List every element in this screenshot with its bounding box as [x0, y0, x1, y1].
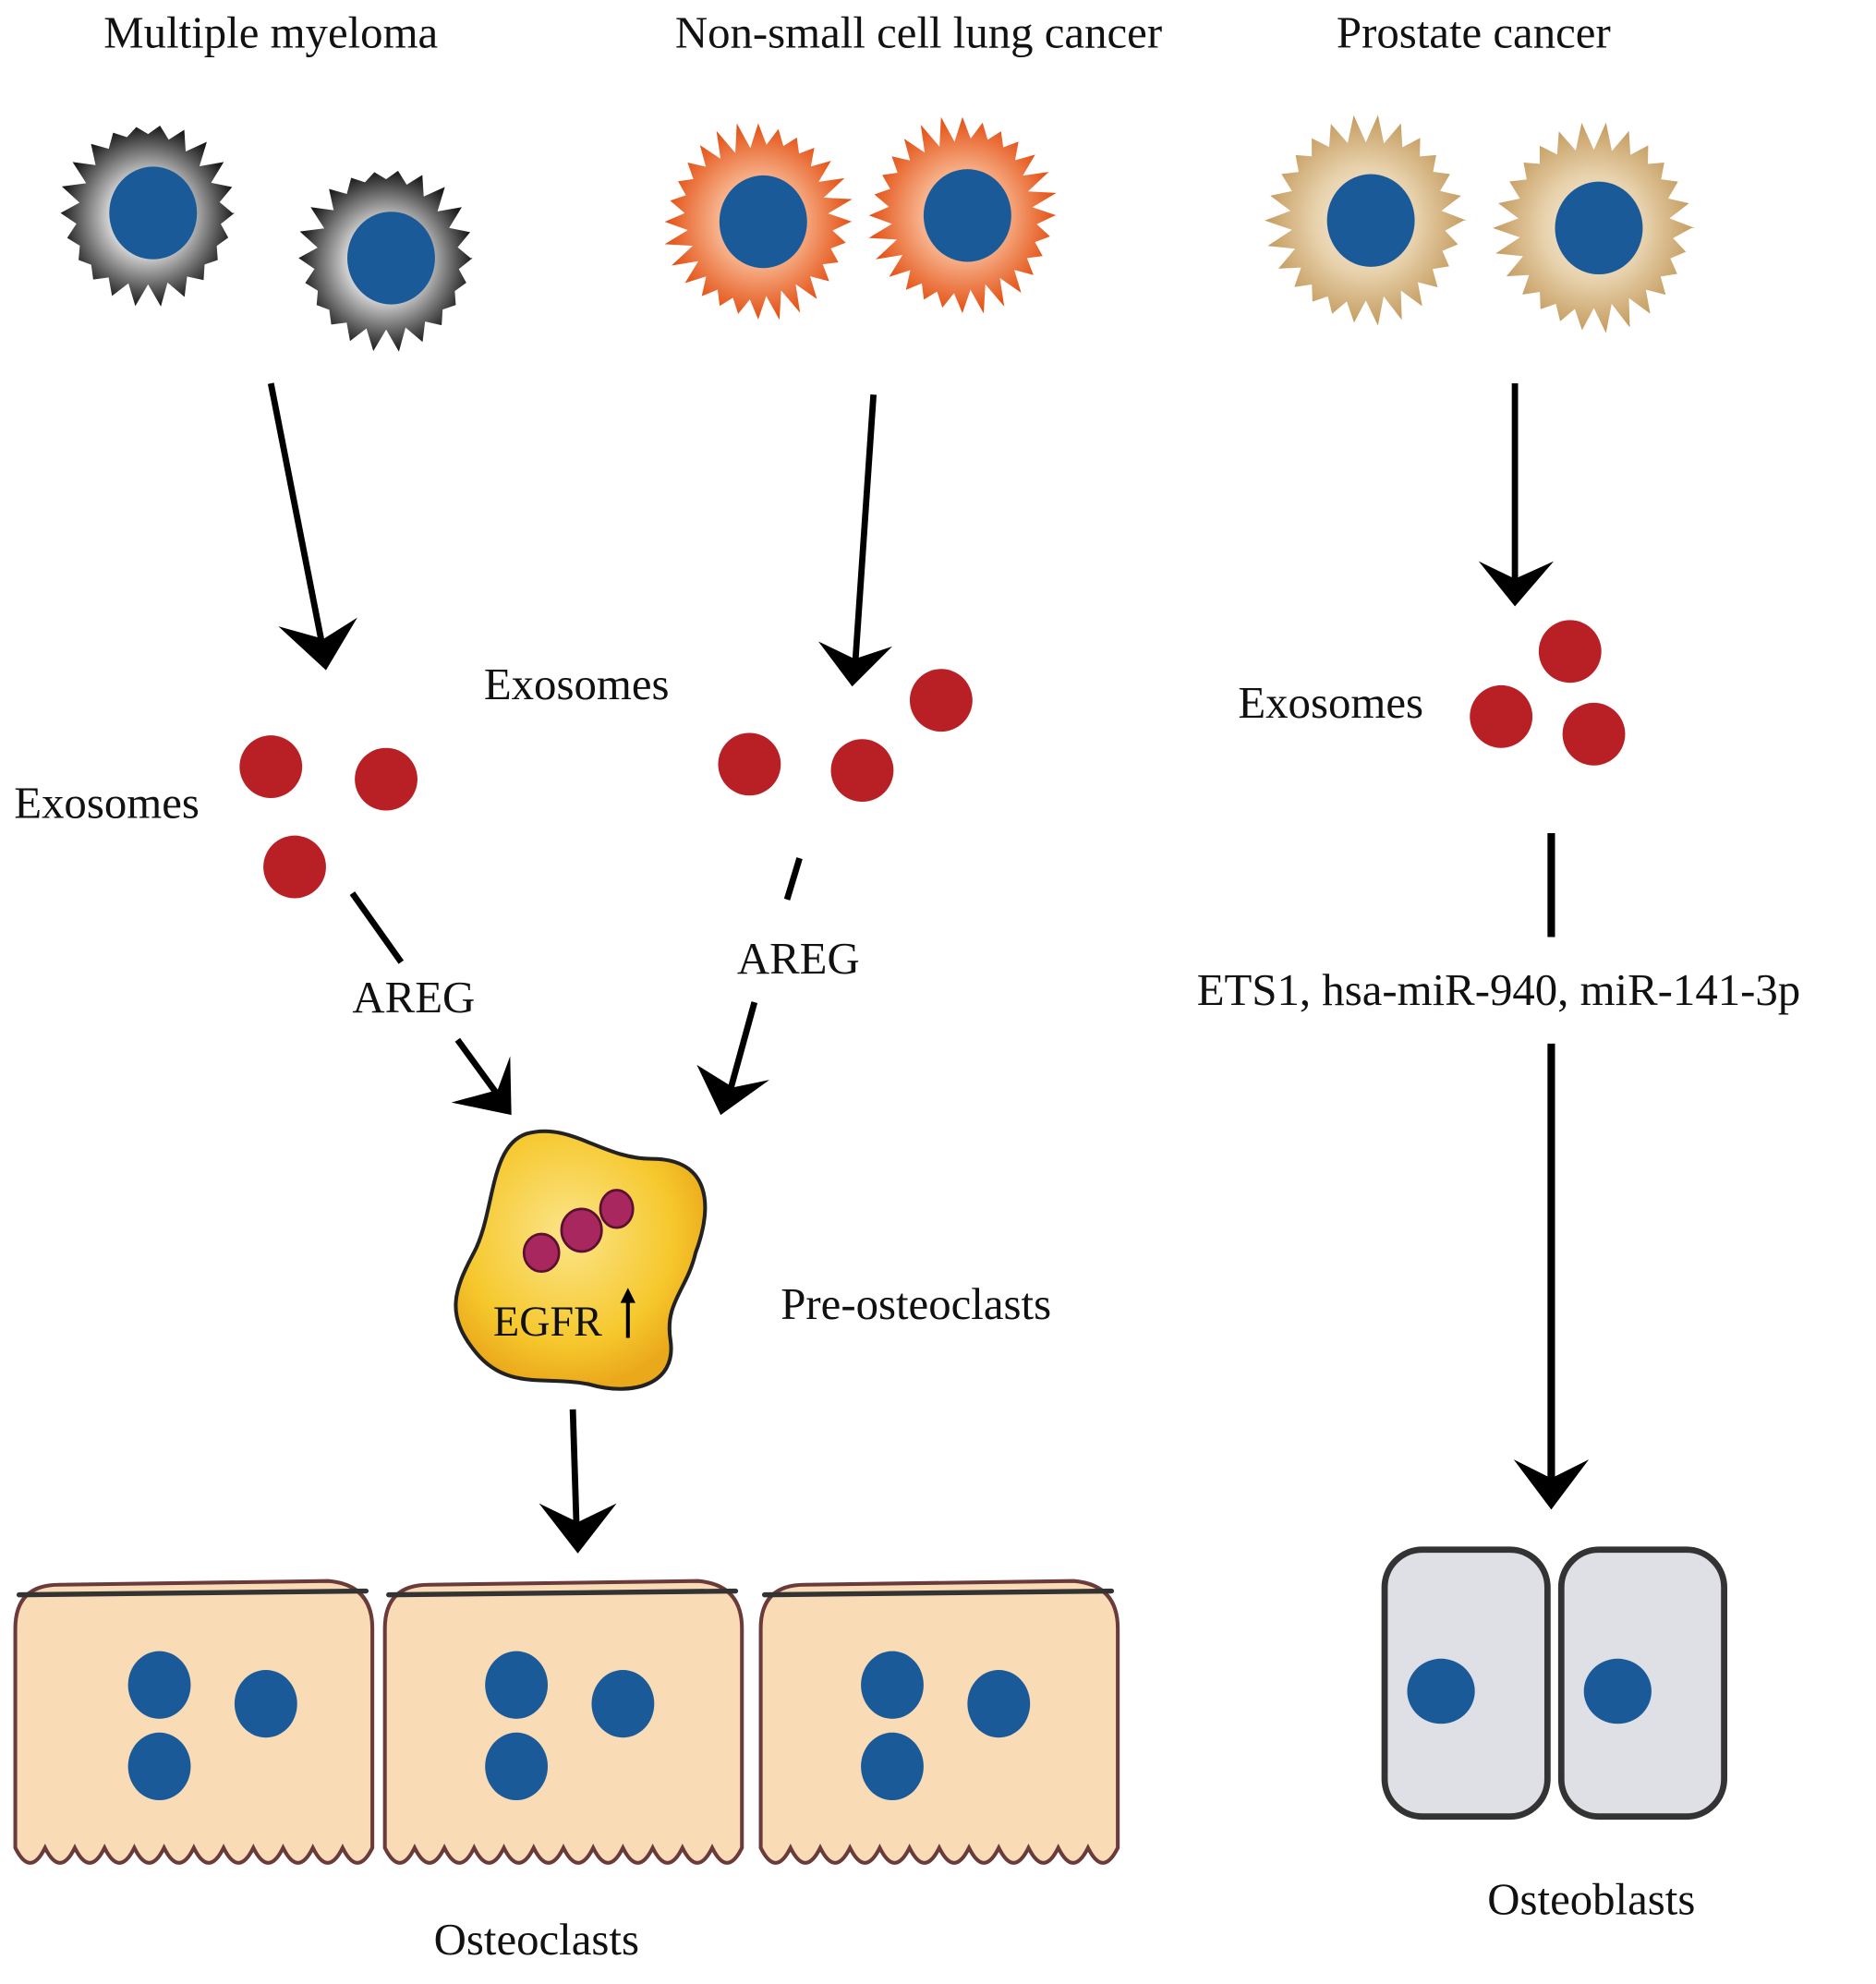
cancer-cell-nsclc — [868, 116, 1057, 314]
nucleus — [1583, 1658, 1652, 1724]
osteoclast-top-edge — [16, 1588, 369, 1598]
title-multiple-myeloma: Multiple myeloma — [103, 7, 438, 58]
osteoclast-cell — [758, 1579, 1120, 1865]
granule — [560, 1207, 603, 1253]
exosomes-label-mm: Exosomes — [14, 778, 200, 829]
nucleus — [127, 1732, 191, 1801]
exosome — [1538, 620, 1602, 684]
line-nsclc-areg — [783, 857, 803, 901]
nucleus — [109, 166, 198, 260]
nucleus — [234, 1669, 297, 1738]
osteoclast-top-edge — [386, 1588, 739, 1598]
osteoclast-body — [382, 1579, 744, 1865]
cancer-cell-prostate-cancer — [1265, 115, 1467, 326]
arrowhead-nsclc — [817, 641, 892, 687]
nucleus — [967, 1669, 1031, 1738]
arrow-pre-to-osteoclasts — [569, 1409, 580, 1529]
osteoblast-cell — [1557, 1546, 1727, 1821]
exosome — [239, 735, 303, 798]
mediator-label-pc: ETS1, hsa-miR-940, miR-141-3p — [1197, 964, 1801, 1015]
exosome — [1470, 684, 1533, 748]
arrow-mm-areg-to-pre — [454, 1037, 504, 1102]
exosomes-label-pc: Exosomes — [1238, 677, 1423, 728]
exosomes-label-nsclc: Exosomes — [484, 659, 670, 709]
cancer-cell-multiple-myeloma — [298, 170, 473, 352]
nucleus — [923, 169, 1011, 262]
exosomes-pc — [1470, 620, 1626, 766]
nucleus — [1555, 181, 1643, 275]
cancer-cell-prostate-cancer — [1493, 122, 1695, 333]
nucleus — [485, 1732, 549, 1801]
cancer-cell-nsclc — [664, 123, 853, 321]
osteoclast-body — [758, 1579, 1120, 1865]
osteoclasts-label: Osteoclasts — [434, 1914, 639, 1965]
pre-osteoclasts-label: Pre-osteoclasts — [781, 1278, 1051, 1329]
osteoclast-top-edge — [761, 1588, 1115, 1598]
title-prostate-cancer: Prostate cancer — [1337, 7, 1611, 58]
pre-osteoclast-body — [454, 1129, 708, 1391]
nucleus — [591, 1669, 655, 1738]
arrowhead-pc — [1478, 561, 1555, 607]
title-nsclc: Non-small cell lung cancer — [675, 7, 1162, 58]
exosome — [263, 835, 326, 899]
nucleus — [1407, 1658, 1475, 1724]
arrowhead-mm-areg — [451, 1056, 512, 1116]
egfr-label: EGFR — [493, 1298, 602, 1345]
cancer-cell-multiple-myeloma — [60, 126, 235, 307]
nucleus — [861, 1651, 924, 1719]
arrowhead-mm — [278, 617, 357, 671]
osteoclasts-group — [13, 1579, 1120, 1865]
nucleus — [1326, 174, 1415, 267]
granule — [522, 1232, 561, 1274]
cancer-cells — [60, 115, 1695, 352]
nucleus — [719, 175, 807, 269]
osteoblasts-group — [1381, 1546, 1727, 1821]
osteoblast-cell — [1381, 1546, 1551, 1821]
exosome — [909, 669, 973, 732]
osteoclast-cell — [382, 1579, 744, 1865]
areg-label-nsclc: AREG — [737, 933, 860, 984]
line-mm-areg — [349, 891, 405, 964]
areg-label-mm: AREG — [352, 972, 475, 1022]
arrowhead-pc-osteoblasts — [1513, 1459, 1590, 1510]
arrow-nsclc-to-exosomes — [851, 394, 877, 672]
nucleus — [127, 1651, 191, 1719]
nucleus — [346, 212, 435, 305]
nucleus — [485, 1651, 549, 1719]
arrow-nsclc-areg-to-pre — [723, 1001, 758, 1104]
up-arrow-icon — [620, 1288, 635, 1338]
exosomes-nsclc — [718, 669, 973, 803]
nucleus — [861, 1732, 924, 1801]
pre-osteoclast-cell: EGFR — [454, 1129, 708, 1391]
exosomes-mm — [239, 735, 418, 899]
exosome — [355, 747, 418, 811]
granule — [599, 1189, 635, 1229]
osteoclast-body — [13, 1579, 375, 1865]
arrowhead-nsclc-areg — [696, 1064, 770, 1116]
osteoclast-cell — [13, 1579, 375, 1865]
exosome — [718, 732, 781, 796]
arrowhead-pre-osteoclasts — [539, 1503, 617, 1554]
exosome — [830, 739, 894, 803]
arrow-mm-to-exosomes — [267, 382, 327, 652]
osteoblasts-label: Osteoblasts — [1487, 1873, 1695, 1924]
exosome — [1562, 702, 1626, 766]
